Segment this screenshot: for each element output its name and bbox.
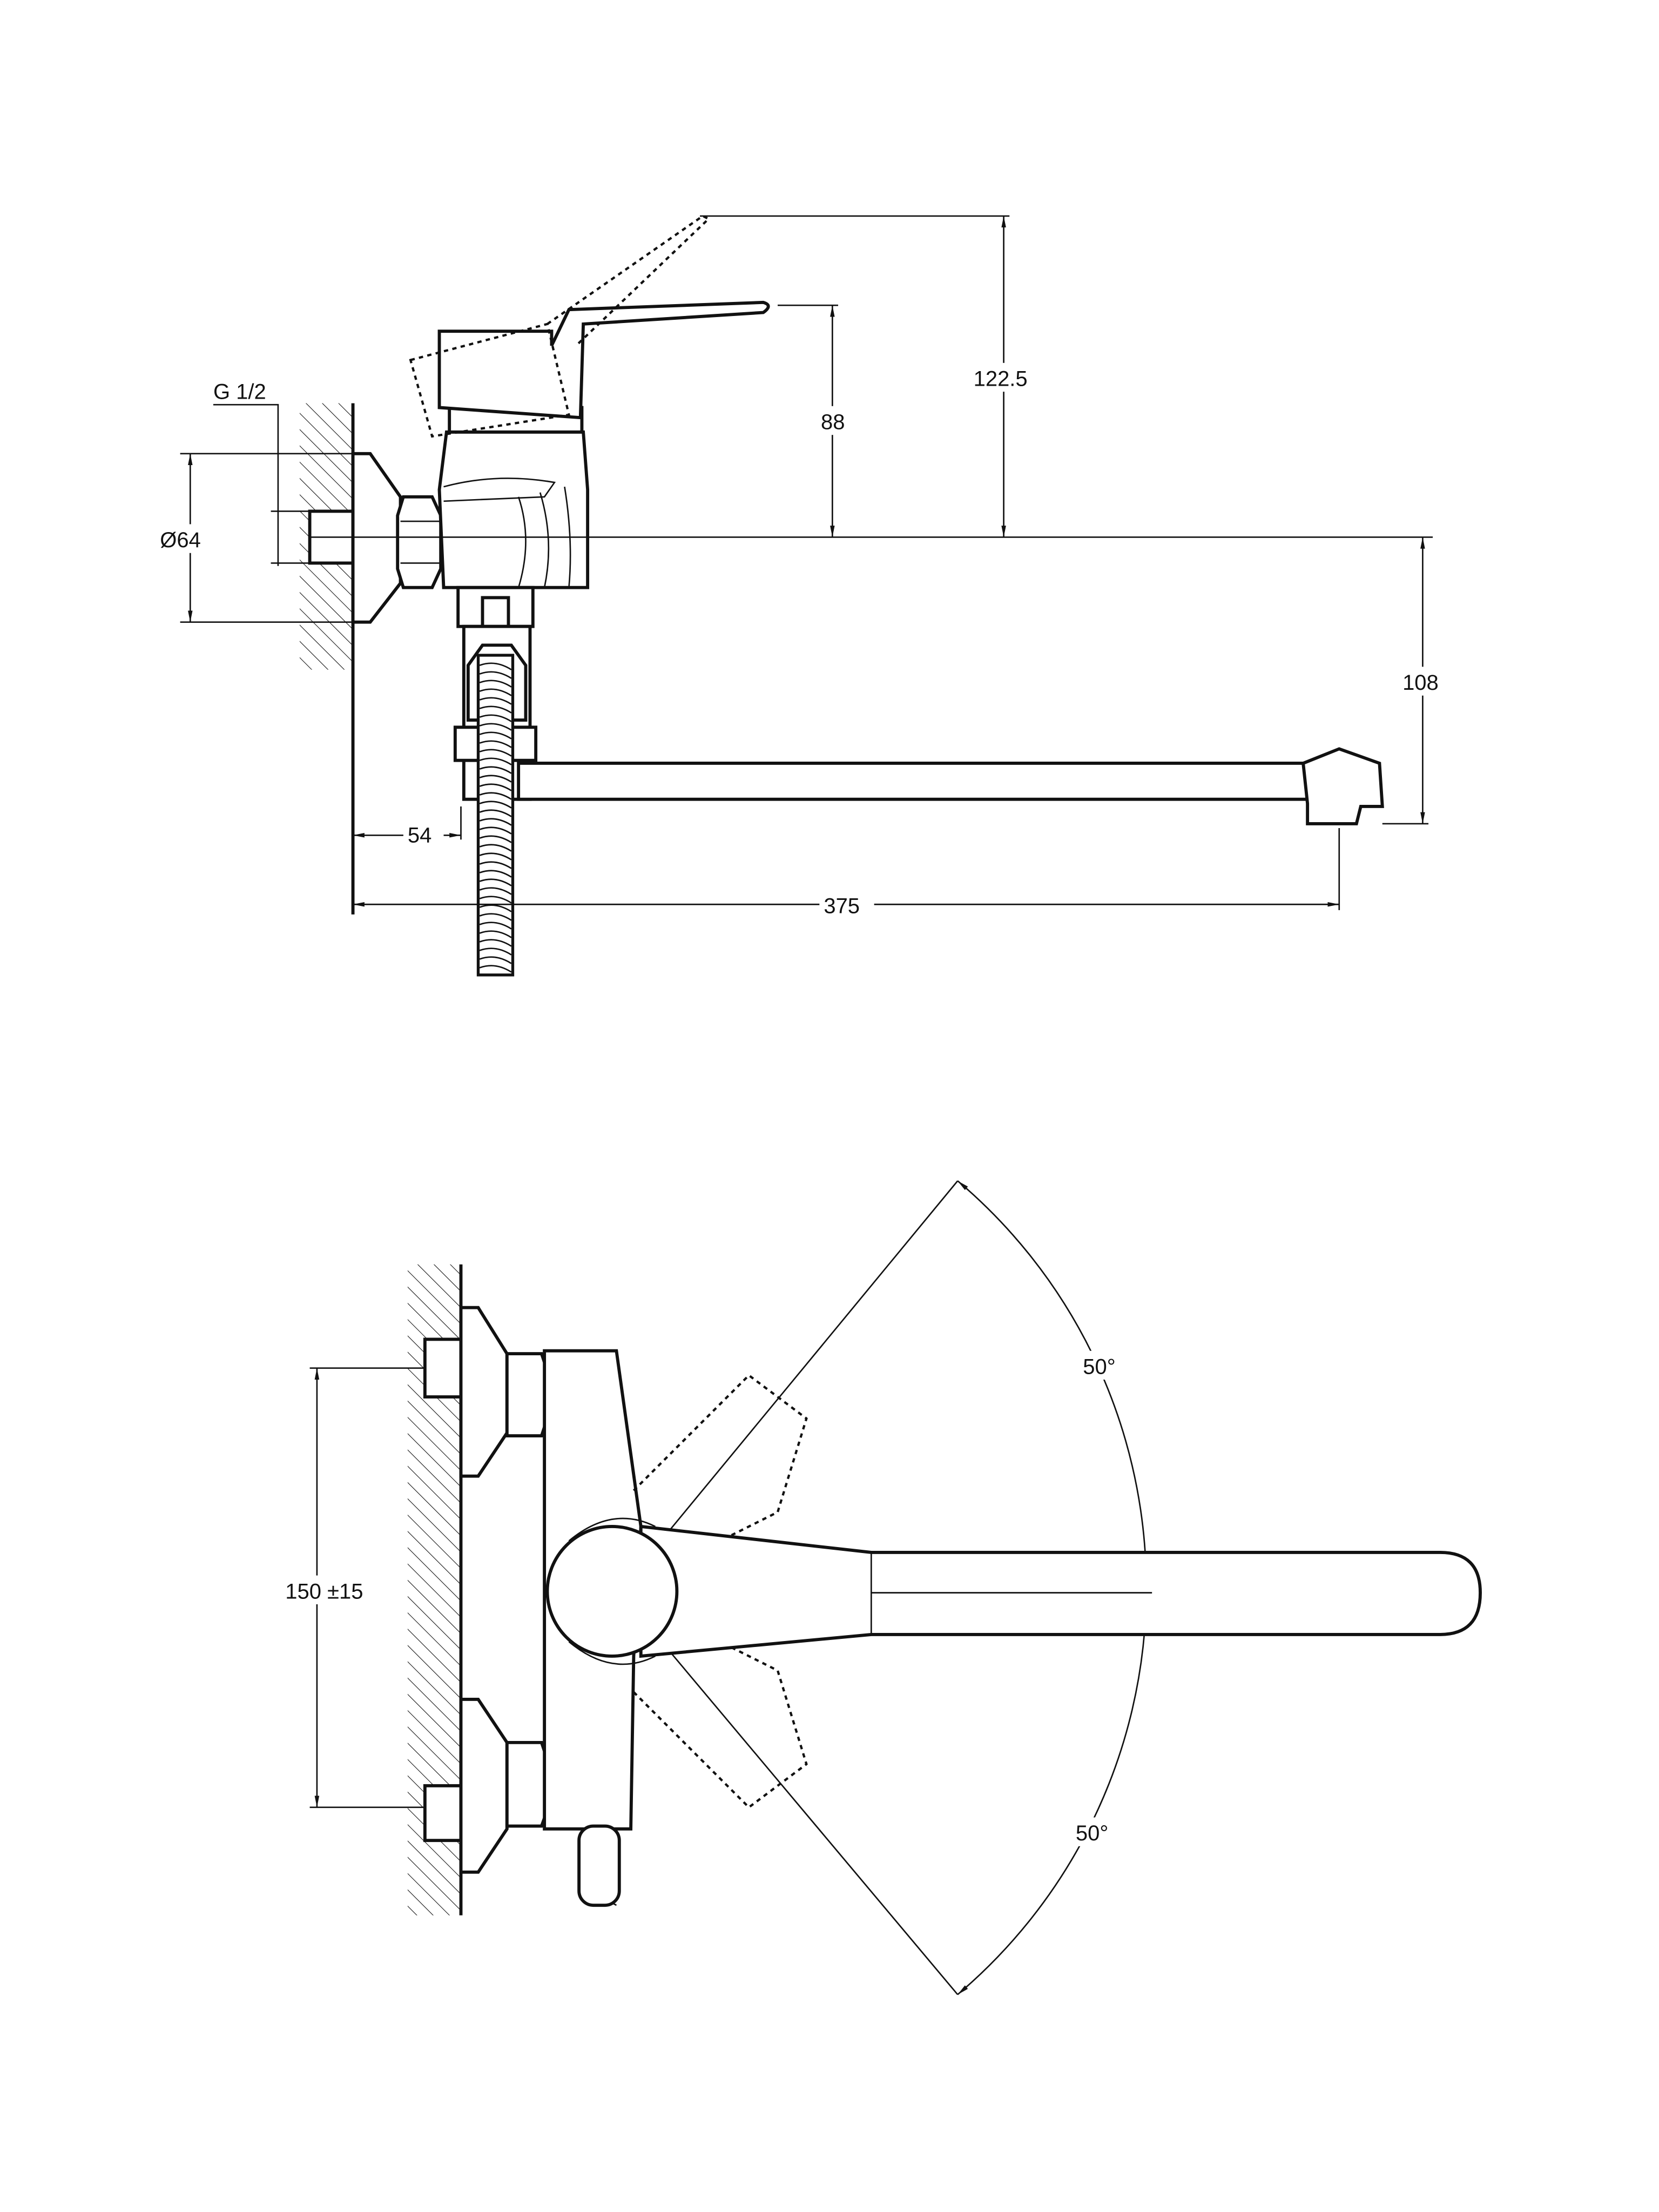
upper-escutcheon [459, 1306, 509, 1478]
dim-108: 108 [1402, 671, 1439, 695]
dim-88: 88 [821, 410, 845, 434]
dim-diameter-64: Ø64 [160, 528, 201, 552]
dim-54: 54 [408, 824, 431, 848]
angle-lower: 50° [1076, 1821, 1108, 1845]
lower-hex-nut [505, 1740, 549, 1828]
dim-375: 375 [824, 894, 860, 918]
lever-top [639, 1524, 1482, 1658]
side-view: 88 122.5 108 54 375 Ø64 G 1/2 [158, 214, 1449, 1906]
lower-inlet [423, 1784, 463, 1843]
lever-raised-outline [409, 214, 711, 438]
upper-hex-nut [505, 1352, 549, 1437]
shower-hose [476, 654, 515, 977]
dim-122-5: 122.5 [974, 367, 1028, 391]
cartridge-ring [448, 406, 584, 434]
hose-top [577, 1824, 621, 1907]
top-view: 50° 50° 150 ±15 [282, 1180, 1482, 1995]
lower-escutcheon [459, 1697, 509, 1874]
thread-label: G 1/2 [213, 380, 266, 404]
hex-nut [396, 495, 443, 589]
mixer-body [437, 430, 590, 589]
handle-hub [545, 1525, 679, 1658]
upper-inlet [423, 1337, 463, 1399]
lever-rotated-outlines [632, 1374, 808, 1809]
dim-150: 150 ±15 [285, 1579, 363, 1603]
angle-upper: 50° [1083, 1355, 1115, 1379]
spout-aerator [1301, 747, 1384, 825]
spout [517, 762, 1348, 801]
